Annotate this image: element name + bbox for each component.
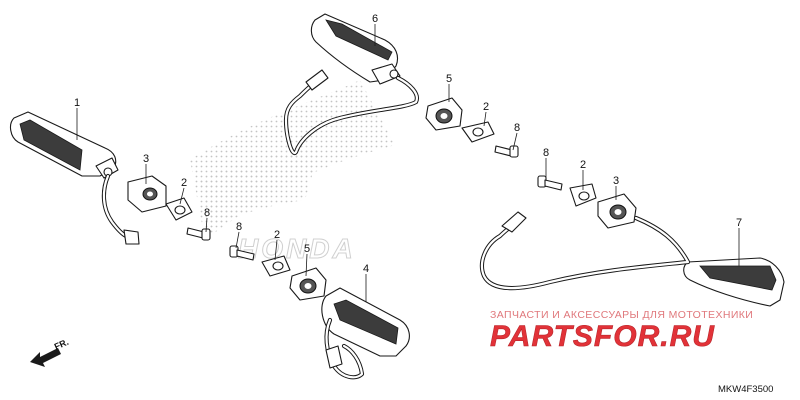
wire-7 [479, 211, 691, 291]
callout-2-left: 2 [181, 177, 187, 189]
callout-8-left: 8 [204, 207, 210, 219]
indicator-1 [9, 111, 119, 179]
bracket-3-left [127, 175, 167, 213]
front-direction-label: FR. [53, 337, 70, 352]
callout-8-topright: 8 [514, 122, 520, 134]
grommet-5-top [425, 97, 463, 131]
collar-2-lower [261, 255, 291, 277]
callout-1: 1 [74, 97, 80, 109]
honda-brand-watermark: HONDA [238, 233, 356, 264]
bolt-8-left [186, 227, 211, 241]
callout-5-lower: 5 [304, 243, 310, 255]
callout-2-right: 2 [580, 159, 586, 171]
callout-6: 6 [372, 13, 378, 25]
wire-6 [283, 69, 419, 156]
bolt-8-topright [494, 145, 519, 158]
wire-4 [324, 317, 365, 380]
bracket-3-right [597, 193, 637, 229]
collar-2-top [461, 121, 495, 143]
indicator-7 [683, 257, 785, 307]
leader-lines [76, 24, 740, 302]
wire-1 [101, 173, 140, 245]
front-direction-arrow: FR. [30, 337, 70, 367]
indicator-4 [321, 287, 410, 357]
callout-2-lower: 2 [274, 229, 280, 241]
bolt-8-lower [229, 245, 255, 261]
callout-2-top: 2 [483, 101, 489, 113]
callout-8-midright: 8 [543, 147, 549, 159]
callout-5-top: 5 [446, 73, 452, 85]
collar-2-right [569, 183, 597, 207]
watermark-logo: PARTSFOR.RU [490, 320, 715, 353]
diagram-code: MKW4F3500 [718, 384, 773, 395]
bolt-8-midright [537, 175, 563, 191]
callout-7: 7 [736, 217, 742, 229]
callout-8-lower: 8 [236, 221, 242, 233]
honda-wing-watermark: HONDA [190, 80, 395, 265]
callout-4: 4 [363, 263, 369, 275]
callout-3-left: 3 [143, 153, 149, 165]
watermark-caption: ЗАПЧАСТИ И АКСЕССУАРЫ ДЛЯ МОТОТЕХНИКИ [490, 309, 753, 321]
grommet-5-lower [289, 267, 327, 301]
callout-3-right: 3 [613, 175, 619, 187]
collar-2-left [165, 197, 193, 221]
indicator-6 [310, 13, 401, 85]
